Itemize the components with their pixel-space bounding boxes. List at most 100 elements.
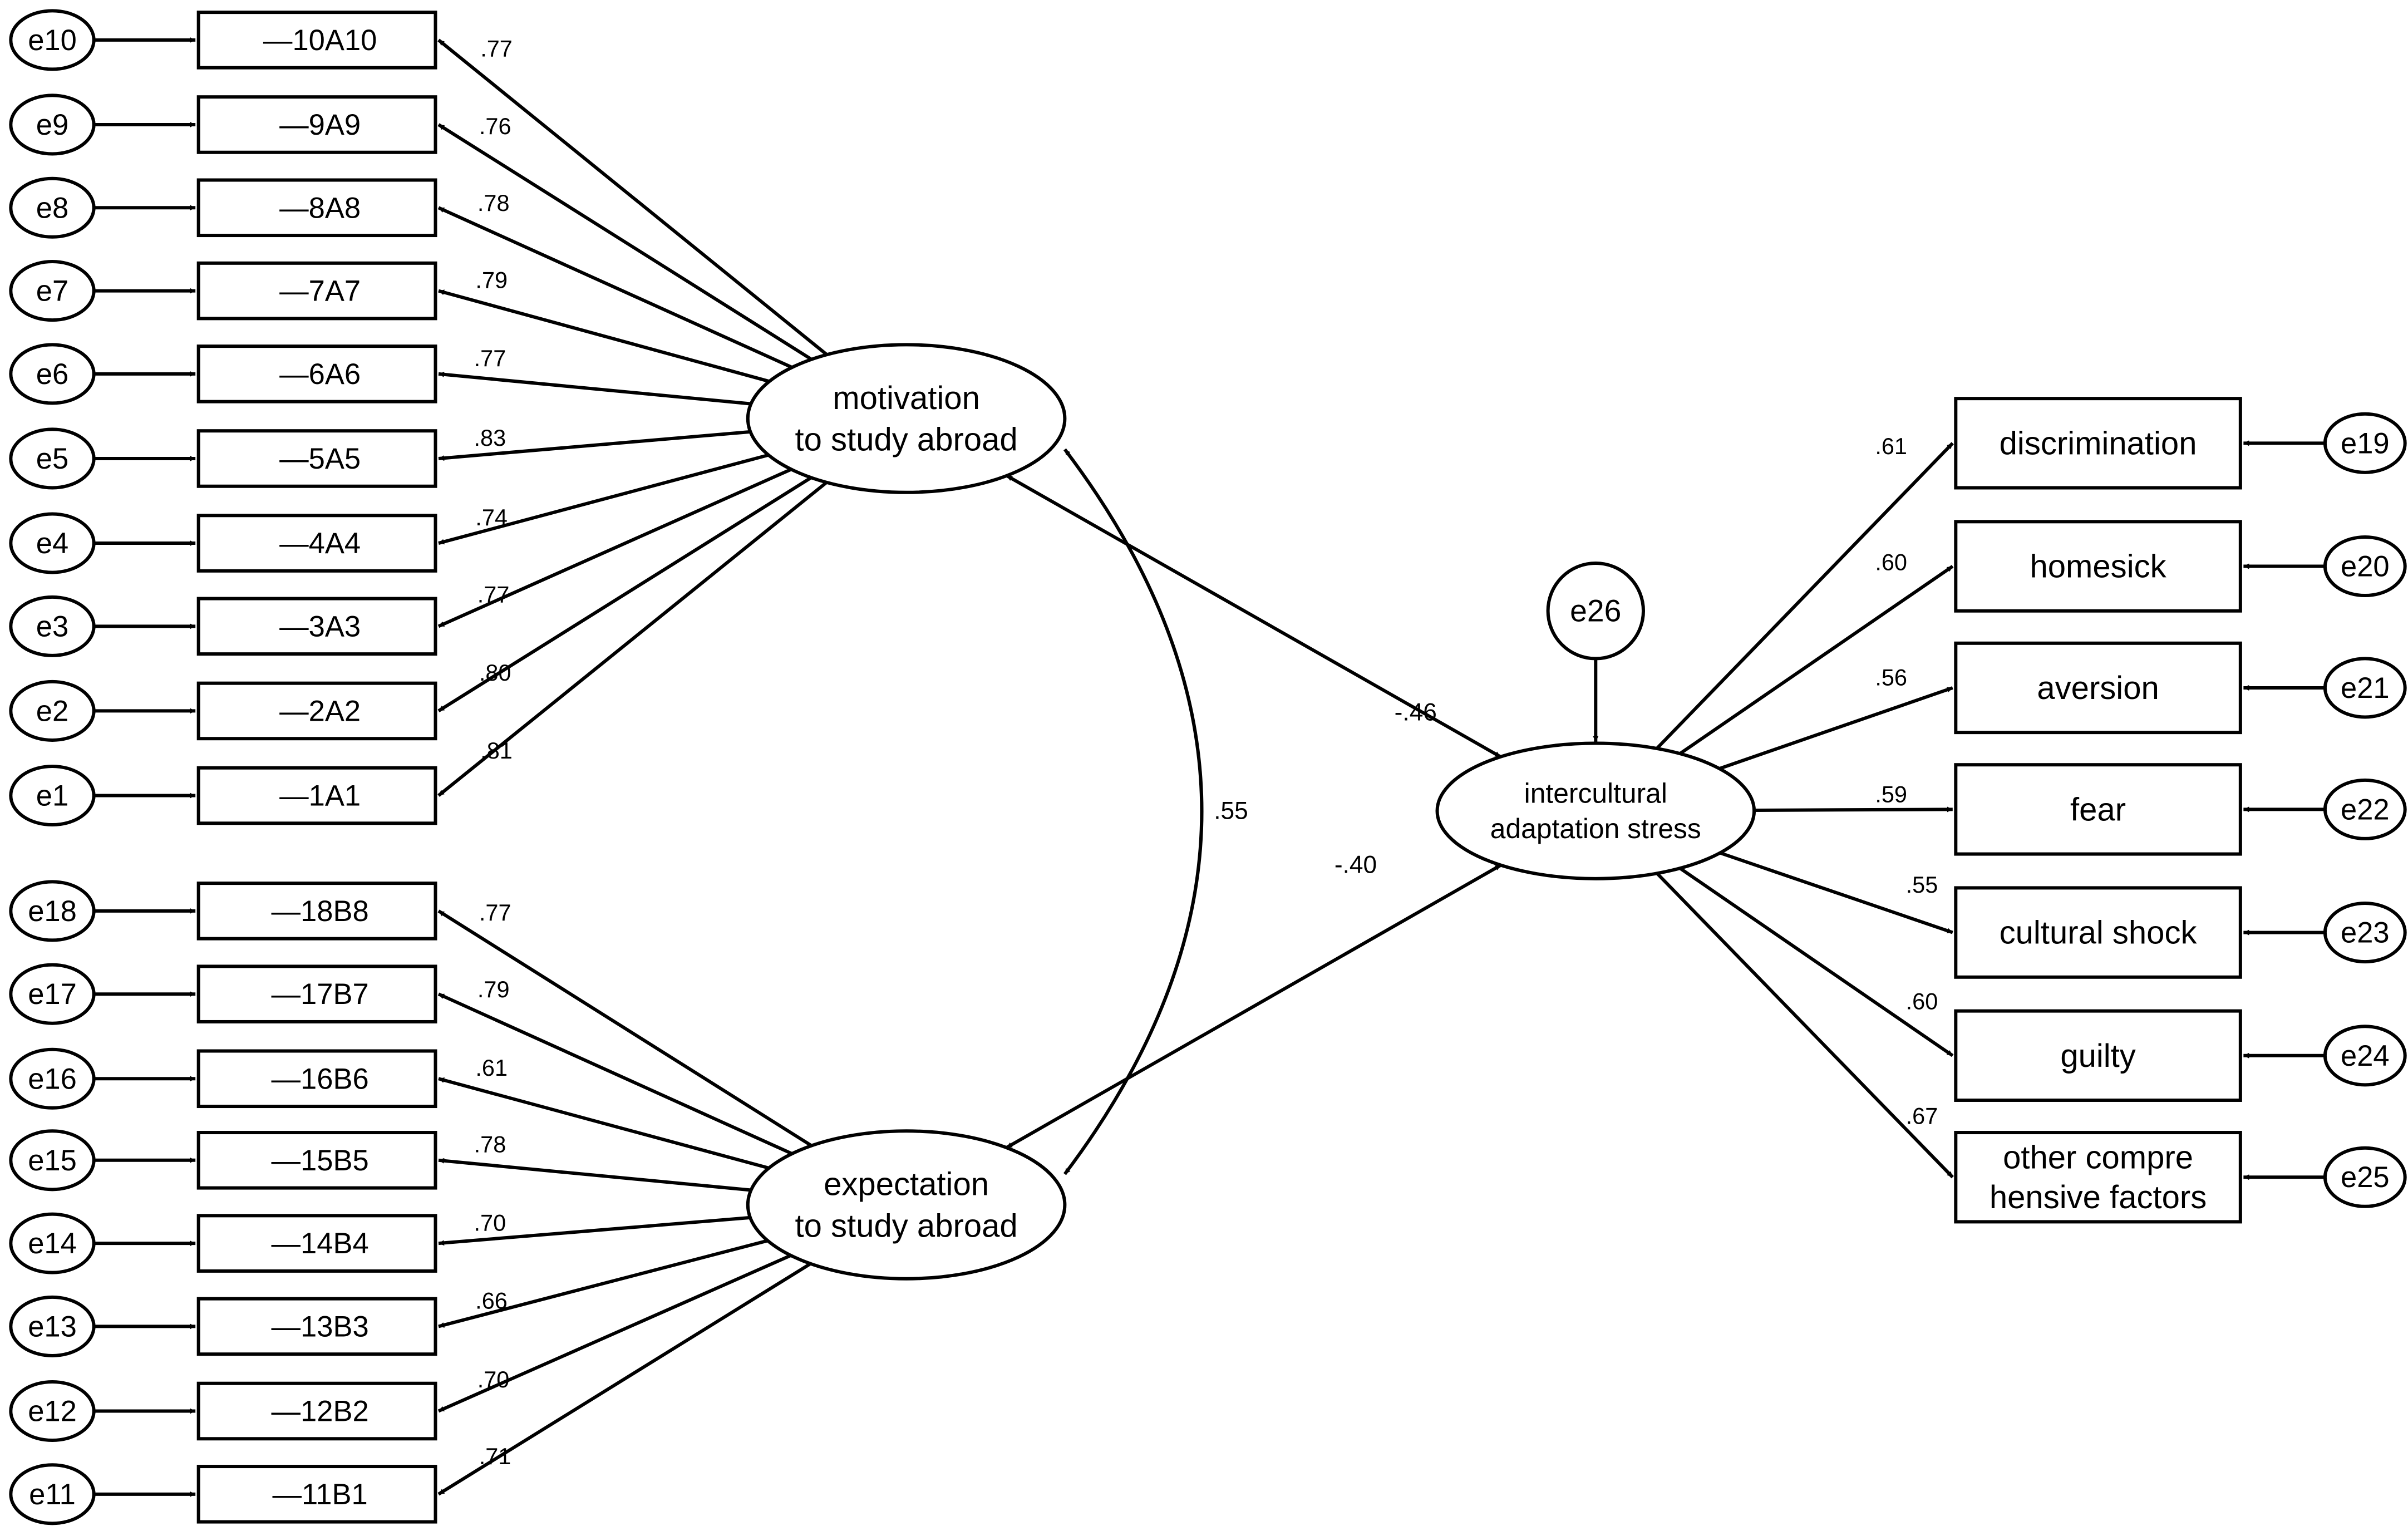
correlation-label: .55 bbox=[1214, 797, 1248, 825]
indicator-label-line: —18B8 bbox=[272, 894, 369, 927]
loading-arrow-motivation bbox=[437, 476, 812, 712]
indicator-label: —6A6 bbox=[279, 357, 361, 390]
error-e6 bbox=[9, 343, 96, 405]
error-e16 bbox=[9, 1047, 96, 1110]
path-label-motivation-stress: -.46 bbox=[1395, 699, 1437, 726]
error-label-e16: e16 bbox=[28, 1062, 77, 1095]
loading-label: .70 bbox=[477, 1366, 510, 1392]
loading-label: .77 bbox=[477, 582, 510, 608]
stress-indicator-label-line: discrimination bbox=[2000, 425, 2197, 461]
indicator-label: —9A9 bbox=[279, 108, 361, 141]
stress-indicator-box bbox=[1954, 763, 2242, 856]
loading-arrow-stress bbox=[1754, 806, 1953, 813]
error-e23 bbox=[2323, 902, 2407, 964]
stress-indicator-box bbox=[1954, 641, 2242, 735]
loading-arrow-motivation bbox=[437, 481, 828, 797]
indicator-label: —10A10 bbox=[263, 23, 377, 56]
indicator-label-line: —7A7 bbox=[279, 274, 361, 307]
error-label-e14: e14 bbox=[28, 1227, 77, 1260]
loading-arrow-stress bbox=[1718, 686, 1953, 770]
error-e12 bbox=[9, 1380, 96, 1443]
indicator-box bbox=[196, 178, 437, 238]
error-e3 bbox=[9, 595, 96, 657]
error-label-e1: e1 bbox=[36, 779, 68, 812]
error-label-e20: e20 bbox=[2341, 550, 2390, 583]
indicator-label-line: —4A4 bbox=[279, 527, 361, 560]
indicator-label: —16B6 bbox=[272, 1062, 369, 1095]
loading-label: .74 bbox=[475, 504, 508, 530]
indicator-box bbox=[196, 766, 437, 825]
error-label-e1-line: e1 bbox=[36, 779, 68, 812]
loading-label: .77 bbox=[480, 35, 513, 61]
loading-label: .78 bbox=[477, 190, 510, 216]
stress-indicator-label: guilty bbox=[2060, 1037, 2136, 1074]
error-e14 bbox=[9, 1212, 96, 1274]
loading-arrow-stress bbox=[1719, 851, 1953, 934]
error-label-e10: e10 bbox=[28, 23, 77, 56]
loading-arrow-expectation bbox=[437, 909, 812, 1148]
error-label-e21: e21 bbox=[2341, 671, 2390, 704]
loading-arrow-stress bbox=[1679, 565, 1954, 755]
loading-arrow-motivation bbox=[438, 371, 751, 406]
error-label-e24: e24 bbox=[2341, 1039, 2390, 1072]
indicator-label: —13B3 bbox=[272, 1310, 369, 1343]
indicator-box bbox=[196, 1214, 437, 1273]
indicator-label-line: —9A9 bbox=[279, 108, 361, 141]
stress-indicator-label: cultural shock bbox=[2000, 914, 2198, 951]
error-label-e16-line: e16 bbox=[28, 1062, 77, 1095]
latent-expectation-label-line: expectation bbox=[824, 1166, 989, 1202]
loading-label: .66 bbox=[475, 1288, 508, 1314]
loading-arrow-expectation bbox=[438, 1077, 770, 1170]
stress-indicator-box bbox=[1954, 886, 2242, 979]
loading-label: .55 bbox=[1906, 872, 1938, 898]
latent-motivation bbox=[746, 343, 1067, 494]
error-e25 bbox=[2323, 1146, 2407, 1208]
error-label-e19-line: e19 bbox=[2341, 427, 2390, 460]
latent-intercultural-stress-label-line: adaptation stress bbox=[1490, 813, 1701, 844]
indicator-label-line: —10A10 bbox=[263, 23, 377, 56]
latent-intercultural-stress bbox=[1435, 741, 1756, 880]
indicator-label-line: —17B7 bbox=[272, 978, 369, 1011]
path-label-expectation-stress: -.40 bbox=[1335, 851, 1377, 878]
error-label-e7: e7 bbox=[36, 274, 68, 307]
indicator-box bbox=[196, 344, 437, 403]
stress-indicator-label-line: homesick bbox=[2030, 548, 2166, 584]
stress-indicator-label-line: cultural shock bbox=[2000, 914, 2198, 951]
error-label-e25: e25 bbox=[2341, 1161, 2390, 1194]
indicator-label-line: —2A2 bbox=[279, 695, 361, 727]
path-expectation-to-stress bbox=[1006, 863, 1502, 1149]
indicator-label: —18B8 bbox=[272, 894, 369, 927]
error-label-e13-line: e13 bbox=[28, 1310, 77, 1343]
indicator-label: —15B5 bbox=[272, 1144, 369, 1176]
indicator-label: —4A4 bbox=[279, 527, 361, 560]
loading-label: .83 bbox=[474, 425, 506, 451]
indicator-label-line: —8A8 bbox=[279, 191, 361, 224]
error-label-e6-line: e6 bbox=[36, 357, 68, 390]
indicator-label: —14B4 bbox=[272, 1227, 369, 1260]
indicator-box bbox=[196, 95, 437, 154]
stress-indicator-box bbox=[1954, 1131, 2242, 1224]
loading-arrow-expectation bbox=[438, 1215, 751, 1246]
loading-label: .76 bbox=[479, 113, 511, 139]
indicator-box bbox=[196, 964, 437, 1023]
indicator-label-line: —6A6 bbox=[279, 357, 361, 390]
error-label-e14-line: e14 bbox=[28, 1227, 77, 1260]
indicator-box bbox=[196, 597, 437, 656]
error-e26 bbox=[1546, 561, 1646, 661]
error-label-e13: e13 bbox=[28, 1310, 77, 1343]
loading-arrow-stress bbox=[1656, 872, 1954, 1179]
indicator-label: —12B2 bbox=[272, 1395, 369, 1427]
indicator-box bbox=[196, 882, 437, 941]
stress-indicator-label-line: guilty bbox=[2060, 1037, 2136, 1074]
indicator-label-line: —13B3 bbox=[272, 1310, 369, 1343]
error-label-e4-line: e4 bbox=[36, 527, 68, 560]
error-label-e12: e12 bbox=[28, 1395, 77, 1427]
error-label-e15: e15 bbox=[28, 1144, 77, 1176]
stress-indicator-box bbox=[1954, 397, 2242, 490]
loading-arrow-expectation bbox=[437, 992, 793, 1155]
error-label-e18: e18 bbox=[28, 894, 77, 927]
loading-label: .78 bbox=[474, 1131, 506, 1158]
